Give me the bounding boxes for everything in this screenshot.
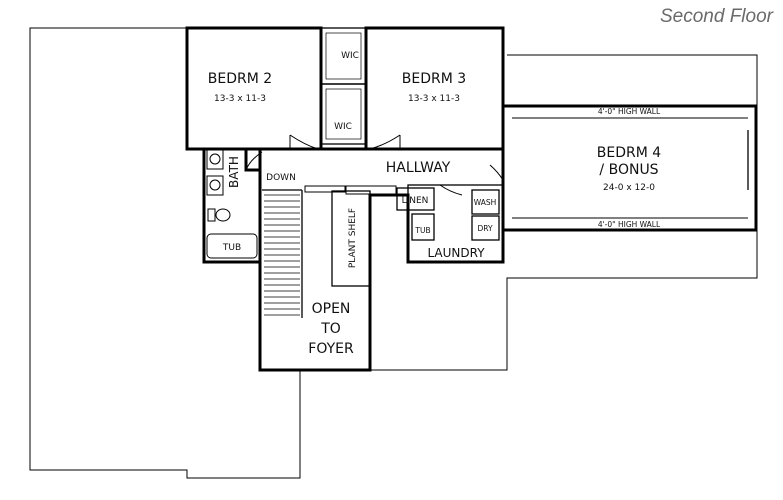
washer	[471, 189, 500, 215]
linen-label: LINEN	[402, 196, 429, 206]
down-label: DOWN	[266, 173, 296, 183]
laundry-tub-label: TUB	[414, 226, 430, 235]
bedroom-4-label-1: BEDRM 4	[597, 145, 661, 161]
plant-shelf-label: PLANT SHELF	[348, 208, 358, 268]
ground-floor-outline	[29, 27, 758, 479]
hallway-label: HALLWAY	[386, 160, 451, 176]
wic-lower	[320, 83, 367, 145]
bedroom-3	[364, 26, 505, 151]
bedroom-2-dims: 13-3 x 11-3	[214, 94, 266, 104]
bedroom-4-label-2: / BONUS	[599, 162, 658, 178]
laundry-room	[407, 184, 504, 263]
dryer	[471, 215, 500, 241]
bath	[202, 147, 262, 264]
bedroom-3-label: BEDRM 3	[402, 71, 466, 87]
floor-title: Second Floor	[659, 6, 773, 27]
staircase	[262, 189, 303, 318]
open-to-foyer-1: OPEN	[312, 301, 351, 317]
linen-closet	[396, 187, 435, 211]
dry-label: DRY	[477, 224, 493, 233]
bedroom-4-wall-note-bottom: 4'-0" HIGH WALL	[598, 220, 661, 229]
bedroom-4-wall-note-top: 4'-0" HIGH WALL	[598, 107, 661, 116]
open-to-foyer-3: FOYER	[308, 341, 354, 357]
tub-label: TUB	[222, 243, 241, 253]
plant-shelf	[331, 190, 371, 287]
laundry-tub	[411, 213, 435, 241]
laundry-label: LAUNDRY	[427, 246, 485, 260]
open-to-foyer-2: TO	[320, 321, 341, 337]
bedroom-3-dims: 13-3 x 11-3	[408, 94, 460, 104]
bedroom-2	[185, 26, 323, 151]
bedroom-4-dims: 24-0 x 12-0	[603, 183, 655, 193]
wash-label: WASH	[474, 198, 497, 207]
wic-lower-label: WIC	[334, 122, 352, 132]
bath-label: BATH	[227, 156, 241, 188]
bedroom-2-label: BEDRM 2	[208, 71, 272, 87]
wic-upper-label: WIC	[341, 51, 359, 61]
